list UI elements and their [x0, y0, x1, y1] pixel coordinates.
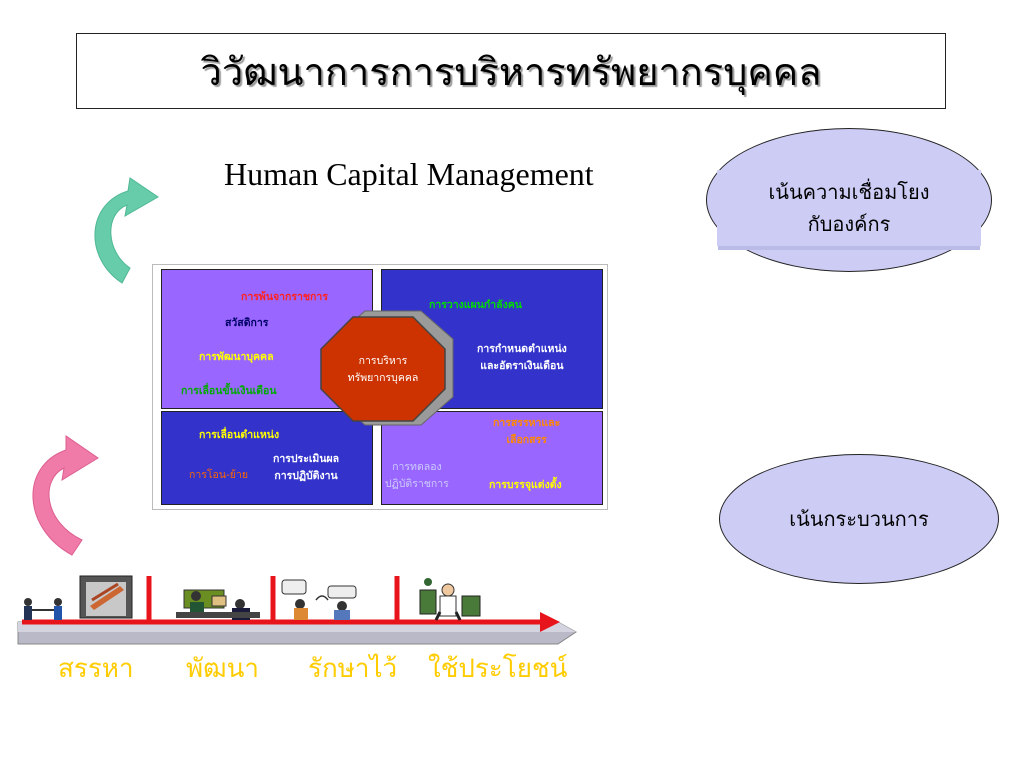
- utilization-clipart-icon: [419, 578, 481, 621]
- ellipse-top-text: เน้นความเชื่อมโยง กับองค์กร: [717, 170, 981, 246]
- matrix-item-appointment: การบรรจุแต่งตั้ง: [489, 479, 562, 491]
- matrix-item-welfare: สวัสดิการ: [225, 317, 269, 329]
- matrix-item-evaluation-line1: การประเมินผล: [273, 453, 340, 465]
- matrix-item-position-line1: การกำหนดตำแหน่ง: [477, 343, 567, 355]
- matrix-item-development: การพัฒนาบุคคล: [199, 351, 274, 363]
- timeline-bar: [17, 621, 577, 645]
- ellipse-top-line1: เน้นความเชื่อมโยง: [768, 180, 930, 204]
- matrix-item-position-line2: และอัตราเงินเดือน: [480, 360, 564, 372]
- quadrant-bottom-left: [161, 411, 373, 505]
- ellipse-organization-link: เน้นความเชื่อมโยง กับองค์กร: [706, 128, 992, 272]
- stage-label-develop: พัฒนา: [186, 654, 259, 684]
- matrix-item-probation-line1: การทดลอง: [392, 461, 442, 473]
- stage-label-recruit: สรรหา: [58, 654, 134, 684]
- matrix-item-transfer: การโอน-ย้าย: [189, 469, 249, 481]
- matrix-item-evaluation-line2: การปฏิบัติงาน: [274, 470, 338, 482]
- matrix-item-separation: การพ้นจากราชการ: [241, 291, 328, 303]
- stage-label-utilize: ใช้ประโยชน์: [428, 654, 568, 684]
- recruitment-clipart-icon: [24, 575, 133, 620]
- matrix-item-manpower-planning: การวางแผนกำลังคน: [429, 299, 522, 311]
- matrix-item-evaluation: การประเมินผล การปฏิบัติงาน: [273, 451, 339, 485]
- hr-matrix: การพ้นจากราชการ สวัสดิการ การพัฒนาบุคคล …: [152, 264, 608, 510]
- center-label-line2: ทรัพยากรบุคคล: [347, 372, 419, 384]
- matrix-item-recruitment: การสรรหาและ เลือกสรร: [493, 415, 560, 449]
- subtitle: Human Capital Management: [224, 156, 594, 192]
- ellipse-top-line2: กับองค์กร: [807, 212, 891, 236]
- teal-curved-arrow-icon: [94, 177, 159, 284]
- matrix-item-probation-line2: ปฏิบัติราชการ: [385, 478, 449, 490]
- stage-label-retain: รักษาไว้: [308, 654, 398, 684]
- matrix-item-promotion: การเลื่อนตำแหน่ง: [199, 429, 280, 441]
- center-octagon: การบริหาร ทรัพยากรบุคคล: [309, 309, 455, 429]
- title-box: วิวัฒนาการการบริหารทรัพยากรบุคคล: [76, 33, 946, 109]
- matrix-item-recruitment-line1: การสรรหาและ: [493, 417, 561, 429]
- pink-curved-arrow-icon: [32, 435, 99, 556]
- matrix-item-position-salary: การกำหนดตำแหน่ง และอัตราเงินเดือน: [477, 341, 567, 375]
- development-clipart-icon: [176, 589, 260, 620]
- center-label: การบริหาร ทรัพยากรบุคคล: [327, 353, 439, 387]
- matrix-item-salary-step: การเลื่อนขั้นเงินเดือน: [181, 385, 277, 397]
- matrix-item-recruitment-line2: เลือกสรร: [506, 434, 547, 446]
- matrix-item-probation: การทดลอง ปฏิบัติราชการ: [385, 459, 449, 493]
- retention-clipart-icon: [281, 579, 357, 620]
- page-title: วิวัฒนาการการบริหารทรัพยากรบุคคล: [200, 49, 822, 94]
- center-label-line1: การบริหาร: [358, 355, 408, 367]
- timeline-red-arrow: [22, 576, 560, 632]
- ellipse-bottom-text: เน้นกระบวนการ: [789, 507, 929, 531]
- quadrant-bottom-right: [381, 411, 603, 505]
- ellipse-process: เน้นกระบวนการ: [719, 454, 999, 584]
